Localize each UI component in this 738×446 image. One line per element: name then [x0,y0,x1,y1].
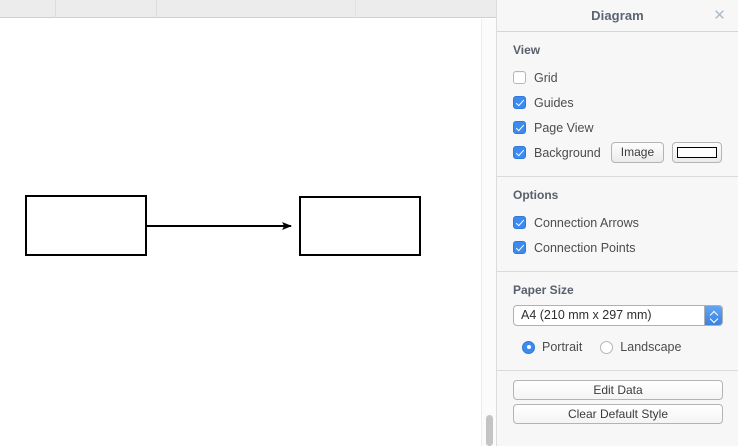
guides-checkbox[interactable] [513,96,526,109]
grid-checkbox[interactable] [513,71,526,84]
checkbox-row-grid[interactable]: Grid [513,65,722,90]
section-title-options: Options [513,188,559,202]
panel-title: Diagram [591,8,644,23]
orientation-radio-group[interactable]: Portrait Landscape [513,335,722,359]
paper-size-select[interactable]: A4 (210 mm x 297 mm) [513,305,723,326]
portrait-label: Portrait [542,340,583,354]
section-actions: Edit Data Clear Default Style [497,371,738,424]
chevron-updown-icon[interactable] [704,306,722,325]
checkbox-row-page-view[interactable]: Page View [513,115,722,140]
landscape-radio[interactable] [600,340,614,354]
checkbox-row-connection-arrows[interactable]: Connection Arrows [513,210,722,235]
shape-rectangle-2[interactable] [299,196,421,256]
checkbox-row-connection-points[interactable]: Connection Points [513,235,722,260]
background-image-button[interactable]: Image [610,142,665,163]
connection-arrows-checkbox[interactable] [513,216,526,229]
checkbox-row-guides[interactable]: Guides [513,90,722,115]
close-icon[interactable]: ✕ [713,7,726,24]
section-options: Options Connection Arrows Connection Poi… [497,177,738,272]
background-color-swatch [677,147,718,158]
canvas-surface[interactable] [0,19,496,446]
background-checkbox[interactable] [513,146,526,159]
shape-rectangle-1[interactable] [25,195,147,256]
grid-label: Grid [534,70,558,85]
landscape-label: Landscape [620,340,682,354]
checkbox-row-background[interactable]: Background Image [513,140,722,165]
connection-arrows-label: Connection Arrows [534,215,639,230]
edit-data-button[interactable]: Edit Data [513,380,723,400]
section-title-paper-size: Paper Size [513,283,574,297]
diagram-canvas-region[interactable] [0,0,496,446]
section-title-view: View [513,43,541,57]
background-label: Background [534,145,601,160]
section-view: View Grid Guides Page View Background Im… [497,32,738,177]
connection-points-label: Connection Points [534,240,636,255]
page-view-checkbox[interactable] [513,121,526,134]
diagram-svg [25,195,421,256]
portrait-radio[interactable] [522,340,535,354]
canvas-vertical-scrollbar[interactable] [481,19,496,446]
clear-default-style-button[interactable]: Clear Default Style [513,404,723,424]
connection-points-checkbox[interactable] [513,241,526,254]
guides-label: Guides [534,95,574,110]
format-panel: Diagram ✕ View Grid Guides Page View Bac… [496,0,738,446]
paper-size-select-wrap[interactable]: A4 (210 mm x 297 mm) [513,305,723,326]
section-paper-size: Paper Size A4 (210 mm x 297 mm) Portrait… [497,272,738,371]
panel-header: Diagram ✕ [497,0,738,32]
scrollbar-thumb[interactable] [486,415,493,446]
toolbar-separator [355,0,356,18]
background-color-button[interactable] [672,142,722,163]
canvas-toolbar-strip[interactable] [0,0,496,18]
page-view-label: Page View [534,120,594,135]
